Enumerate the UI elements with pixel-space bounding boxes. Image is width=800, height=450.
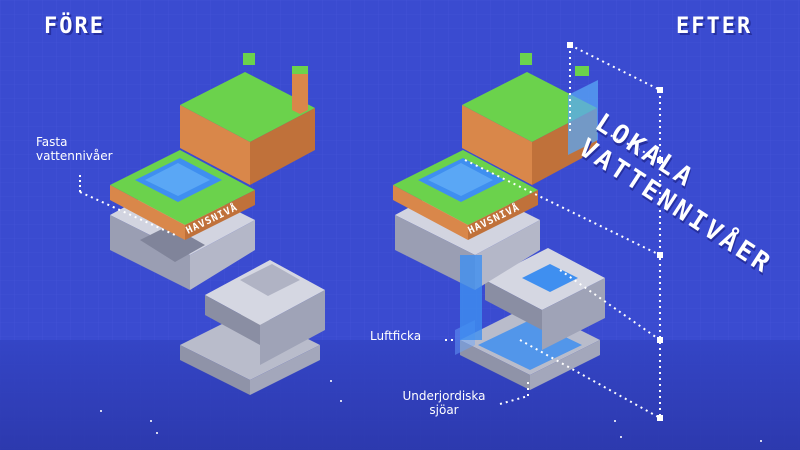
underground-lakes-label: Underjordiska sjöar	[402, 389, 486, 417]
after-heading: EFTER	[676, 14, 753, 39]
lower-floor	[0, 340, 800, 450]
elevated-water	[568, 80, 598, 155]
local-level-lines	[445, 44, 661, 419]
before-stone-loop	[180, 260, 325, 395]
before-grass-tower	[180, 53, 315, 185]
sparkles	[100, 380, 762, 442]
after-grass-tower	[462, 53, 598, 185]
before-heading: FÖRE	[44, 14, 105, 39]
air-pocket-label: Luftficka	[370, 329, 422, 343]
after-island	[393, 150, 538, 240]
waterfall	[460, 255, 482, 340]
before-island	[110, 150, 255, 240]
before-diorama: HAVSNIVÅ	[79, 53, 325, 395]
fixed-water-levels-label: Fasta vattennivåer	[36, 135, 113, 163]
after-upper-chamber	[485, 248, 605, 350]
after-diorama: HAVSNIVÅ	[393, 42, 663, 421]
level-markers	[567, 42, 663, 421]
